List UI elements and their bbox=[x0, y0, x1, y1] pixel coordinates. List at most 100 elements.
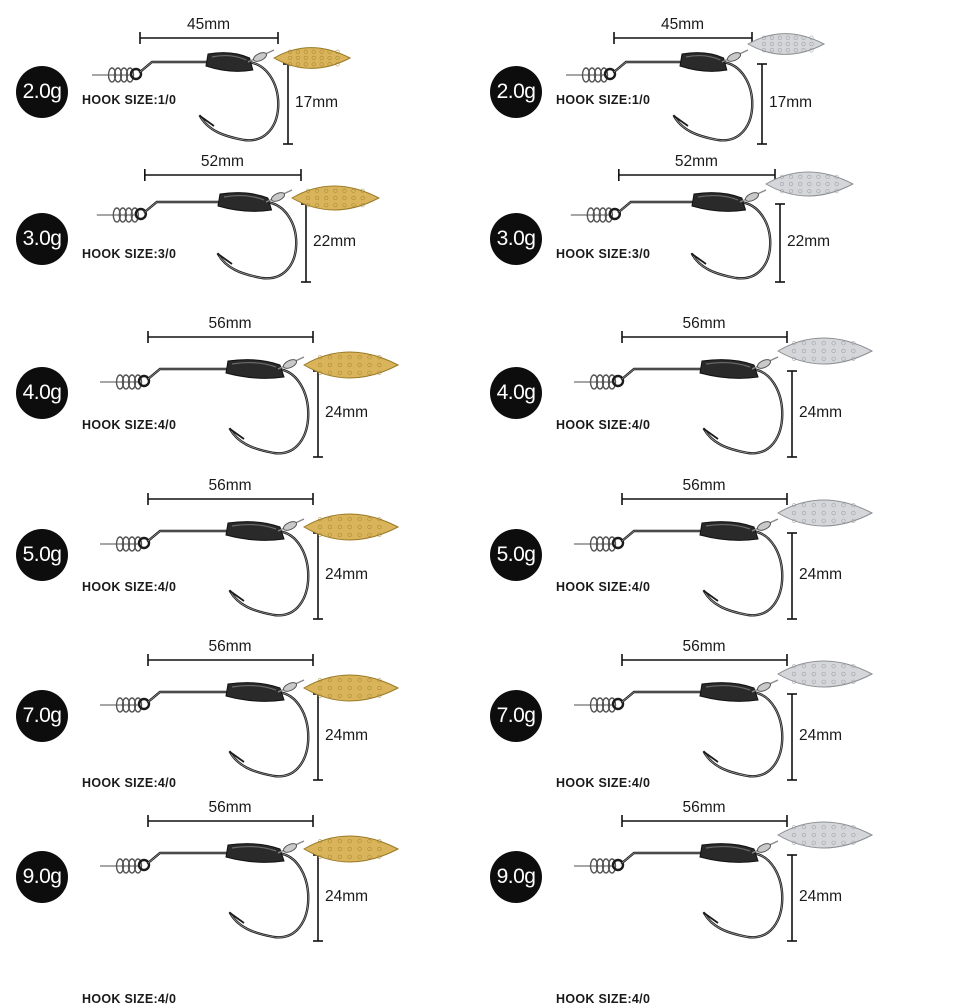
screw-coil bbox=[574, 536, 617, 552]
swivel bbox=[277, 679, 305, 693]
height-dimension-rule bbox=[775, 203, 785, 283]
hook-illustration bbox=[574, 654, 874, 781]
weight-badge: 3.0g bbox=[490, 213, 542, 265]
height-label: 24mm bbox=[325, 727, 369, 744]
belly-weight bbox=[217, 192, 273, 212]
hook-illustration bbox=[96, 169, 380, 283]
weight-badge: 3.0g bbox=[16, 213, 68, 265]
belly-weight bbox=[225, 843, 285, 863]
hook-illustration bbox=[100, 493, 400, 620]
length-label: 56mm bbox=[208, 477, 252, 494]
hook-size-label: HOOK SIZE:4/0 bbox=[556, 776, 651, 790]
height-label: 24mm bbox=[325, 888, 369, 905]
height-dimension-rule bbox=[283, 63, 293, 145]
height-label: 22mm bbox=[787, 233, 831, 250]
silver-willow-blade bbox=[777, 821, 874, 849]
silver-willow-blade bbox=[765, 171, 854, 197]
hook-size-label: HOOK SIZE:1/0 bbox=[82, 93, 177, 107]
length-dimension-rule bbox=[621, 815, 788, 827]
height-label: 24mm bbox=[799, 888, 843, 905]
hook-wire bbox=[137, 529, 310, 617]
screw-coil bbox=[574, 858, 617, 874]
weight-badge: 5.0g bbox=[16, 529, 68, 581]
height-dimension-rule bbox=[757, 63, 767, 145]
hook-size-label: HOOK SIZE:4/0 bbox=[82, 992, 177, 1006]
swivel bbox=[277, 840, 305, 854]
height-dimension-rule bbox=[787, 532, 797, 620]
weight-badge: 4.0g bbox=[490, 367, 542, 419]
height-dimension-rule bbox=[787, 370, 797, 458]
hook-wire bbox=[137, 690, 310, 778]
swivel bbox=[247, 49, 275, 63]
gold-willow-blade bbox=[291, 185, 380, 211]
hook-wire bbox=[611, 529, 784, 617]
length-label: 45mm bbox=[661, 16, 705, 33]
hook-illustration bbox=[100, 331, 400, 458]
swivel bbox=[277, 518, 305, 532]
length-label: 52mm bbox=[674, 153, 718, 170]
length-dimension-rule bbox=[147, 331, 314, 343]
height-label: 24mm bbox=[325, 566, 369, 583]
screw-coil bbox=[574, 697, 617, 713]
hook-size-label: HOOK SIZE:4/0 bbox=[556, 418, 651, 432]
hook-size-label: HOOK SIZE:4/0 bbox=[82, 776, 177, 790]
height-dimension-rule bbox=[313, 370, 323, 458]
height-label: 24mm bbox=[799, 404, 843, 421]
height-label: 24mm bbox=[799, 727, 843, 744]
height-dimension-rule bbox=[787, 693, 797, 781]
length-label: 56mm bbox=[682, 799, 726, 816]
hook-wire bbox=[134, 200, 298, 280]
screw-coil bbox=[570, 207, 614, 223]
weight-badge: 2.0g bbox=[16, 66, 68, 118]
height-dimension-rule bbox=[301, 203, 311, 283]
screw-coil bbox=[566, 67, 609, 83]
weight-badge: 9.0g bbox=[16, 851, 68, 903]
belly-weight bbox=[225, 521, 285, 541]
length-label: 56mm bbox=[682, 315, 726, 332]
weight-badge: 9.0g bbox=[490, 851, 542, 903]
hook-illustration bbox=[574, 815, 874, 942]
length-label: 56mm bbox=[208, 638, 252, 655]
gold-willow-blade bbox=[303, 674, 400, 702]
height-dimension-rule bbox=[313, 532, 323, 620]
belly-weight bbox=[699, 843, 759, 863]
length-dimension-rule bbox=[147, 493, 314, 505]
silver-willow-blade bbox=[777, 337, 874, 365]
length-label: 56mm bbox=[208, 315, 252, 332]
length-dimension-rule bbox=[621, 493, 788, 505]
hook-size-label: HOOK SIZE:4/0 bbox=[82, 418, 177, 432]
screw-coil bbox=[100, 858, 143, 874]
swivel bbox=[721, 49, 749, 63]
gold-willow-blade bbox=[303, 513, 400, 541]
swivel bbox=[739, 189, 767, 203]
hook-illustration bbox=[100, 815, 400, 942]
screw-coil bbox=[574, 374, 617, 390]
hook-wire bbox=[611, 690, 784, 778]
length-dimension-rule bbox=[139, 32, 279, 44]
hook-size-label: HOOK SIZE:3/0 bbox=[556, 247, 651, 261]
height-label: 22mm bbox=[313, 233, 357, 250]
silver-willow-blade bbox=[746, 33, 826, 55]
gold-willow-blade bbox=[272, 47, 352, 69]
screw-coil bbox=[100, 536, 143, 552]
height-dimension-rule bbox=[313, 693, 323, 781]
hook-illustration bbox=[574, 493, 874, 620]
hook-wire bbox=[603, 60, 754, 142]
hook-illustration bbox=[92, 32, 352, 145]
length-dimension-rule bbox=[147, 815, 314, 827]
belly-weight bbox=[699, 359, 759, 379]
belly-weight bbox=[699, 682, 759, 702]
hook-illustration bbox=[574, 331, 874, 458]
length-dimension-rule bbox=[621, 331, 788, 343]
height-dimension-rule bbox=[313, 854, 323, 942]
swivel bbox=[277, 356, 305, 370]
height-label: 17mm bbox=[769, 94, 813, 111]
hook-wire bbox=[129, 60, 280, 142]
hook-size-label: HOOK SIZE:1/0 bbox=[556, 93, 651, 107]
